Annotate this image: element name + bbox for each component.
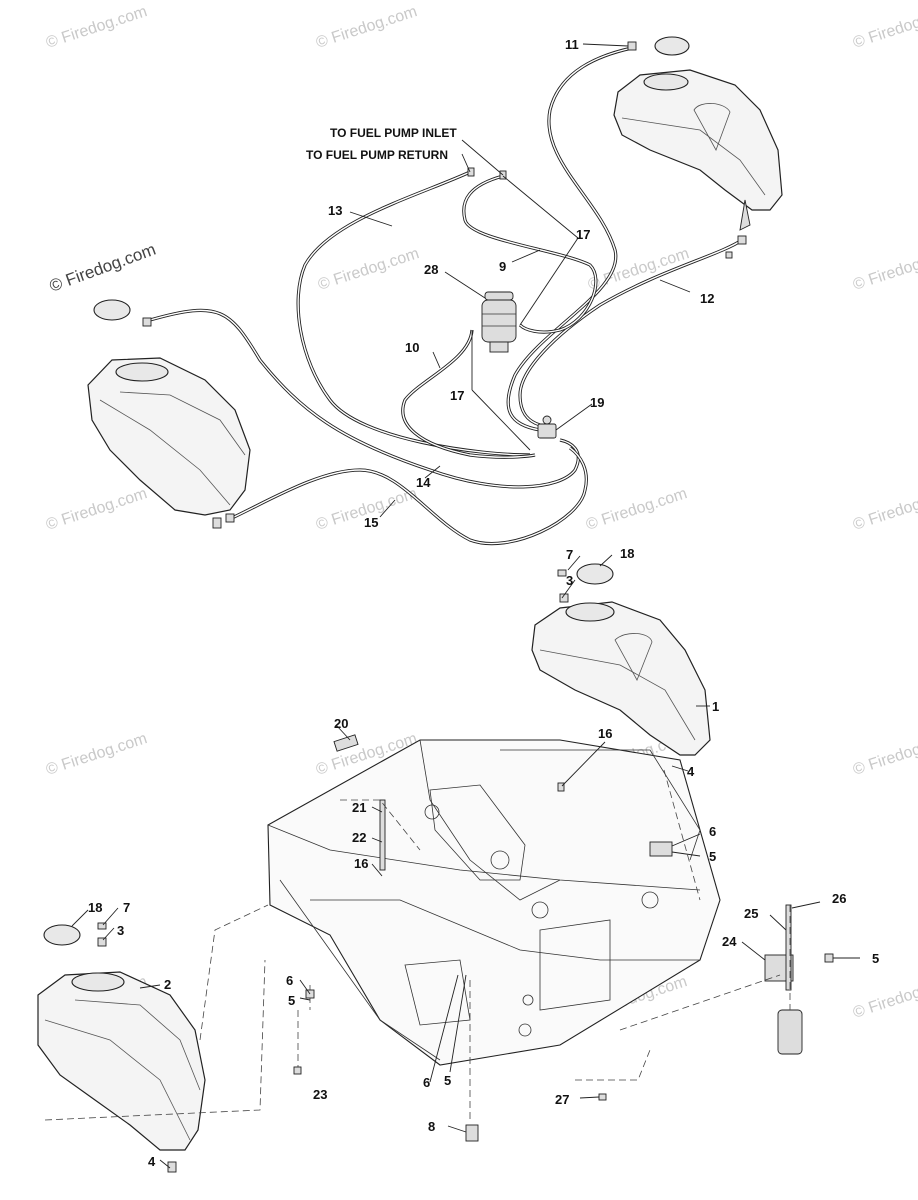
watermark-tile: © Firedog.com xyxy=(851,973,918,1022)
decal xyxy=(333,734,359,752)
callout-6: 6 xyxy=(286,973,293,988)
bolt xyxy=(379,799,386,871)
fitting xyxy=(737,235,747,245)
callout-16: 16 xyxy=(354,856,368,871)
fuel-tank-1 xyxy=(531,563,711,773)
callout-5: 5 xyxy=(444,1073,451,1088)
fuel-filter xyxy=(777,1009,803,1055)
pump-bracket xyxy=(764,904,834,1055)
callout-11: 11 xyxy=(565,37,579,52)
callout-17: 17 xyxy=(450,388,464,403)
watermark-tile: © Firedog.com xyxy=(44,730,149,779)
callout-27: 27 xyxy=(555,1092,569,1107)
fuel-cap xyxy=(576,563,614,585)
watermark-tile: © Firedog.com xyxy=(316,245,421,294)
fuel-cap xyxy=(93,299,131,321)
callout-5: 5 xyxy=(872,951,879,966)
watermark-tile: © Firedog.com xyxy=(584,485,689,534)
fitting xyxy=(142,317,152,327)
fuel-line-assembly xyxy=(142,41,747,546)
bracket xyxy=(649,841,673,857)
callout-3: 3 xyxy=(117,923,124,938)
callout-10: 10 xyxy=(405,340,419,355)
fuel-cap xyxy=(43,924,81,946)
callout-20: 20 xyxy=(334,716,348,731)
callout-21: 21 xyxy=(352,800,366,815)
watermark-tile: © Firedog.com xyxy=(314,3,419,52)
clamp xyxy=(598,1093,607,1101)
callout-7: 7 xyxy=(123,900,130,915)
callout-9: 9 xyxy=(499,259,506,274)
callout-18: 18 xyxy=(620,546,634,561)
fitting xyxy=(627,41,637,51)
watermark-tile: © Firedog.com xyxy=(851,485,918,534)
watermark-tile: © Firedog.com xyxy=(851,245,918,294)
callout-24: 24 xyxy=(722,934,737,949)
fuel-pump xyxy=(481,291,517,353)
callout-1: 1 xyxy=(712,699,719,714)
chassis-frame xyxy=(267,734,721,1066)
nut xyxy=(293,1066,302,1075)
callout-23: 23 xyxy=(313,1087,327,1102)
callout-3: 3 xyxy=(566,573,573,588)
fuel-tank-top-left xyxy=(87,299,251,529)
callout-5: 5 xyxy=(709,849,716,864)
fuel-cap xyxy=(654,36,690,56)
callout-13: 13 xyxy=(328,203,342,218)
callout-19: 19 xyxy=(590,395,604,410)
callout-28: 28 xyxy=(424,262,438,277)
callout-14: 14 xyxy=(416,475,431,490)
callout-25: 25 xyxy=(744,906,758,921)
fitting xyxy=(467,167,475,177)
callout-26: 26 xyxy=(832,891,846,906)
callout-12: 12 xyxy=(700,291,714,306)
fitting xyxy=(725,251,733,259)
shutoff-valve xyxy=(537,415,557,439)
watermark-brand: © Firedog.com xyxy=(47,240,158,296)
grommet xyxy=(465,1124,479,1142)
callout-2: 2 xyxy=(164,977,171,992)
callout-16: 16 xyxy=(598,726,612,741)
callout-5: 5 xyxy=(288,993,295,1008)
callout-8: 8 xyxy=(428,1119,435,1134)
watermark-tile: © Firedog.com xyxy=(851,3,918,52)
callout-6: 6 xyxy=(423,1075,430,1090)
fitting xyxy=(225,513,235,523)
callout-18: 18 xyxy=(88,900,102,915)
callout-17: 17 xyxy=(576,227,590,242)
fuel-tank-top-right xyxy=(613,36,783,231)
watermark-tile: © Firedog.com xyxy=(44,3,149,52)
fuel-tank-2 xyxy=(37,922,206,1173)
callouts: 11 13 17 9 28 12 10 17 19 14 15 7 18 3 1… xyxy=(88,37,879,1169)
assembly-lines xyxy=(44,769,791,1121)
leader-lines xyxy=(71,43,860,1169)
watermark-tile: © Firedog.com xyxy=(851,730,918,779)
callout-22: 22 xyxy=(352,830,366,845)
callout-4: 4 xyxy=(148,1154,156,1169)
route-label-inlet: TO FUEL PUMP INLET xyxy=(330,126,457,140)
callout-4: 4 xyxy=(687,764,695,779)
route-label-return: TO FUEL PUMP RETURN xyxy=(306,148,448,162)
watermark-tile: © Firedog.com xyxy=(44,485,149,534)
callout-15: 15 xyxy=(364,515,378,530)
callout-7: 7 xyxy=(566,547,573,562)
callout-6: 6 xyxy=(709,824,716,839)
